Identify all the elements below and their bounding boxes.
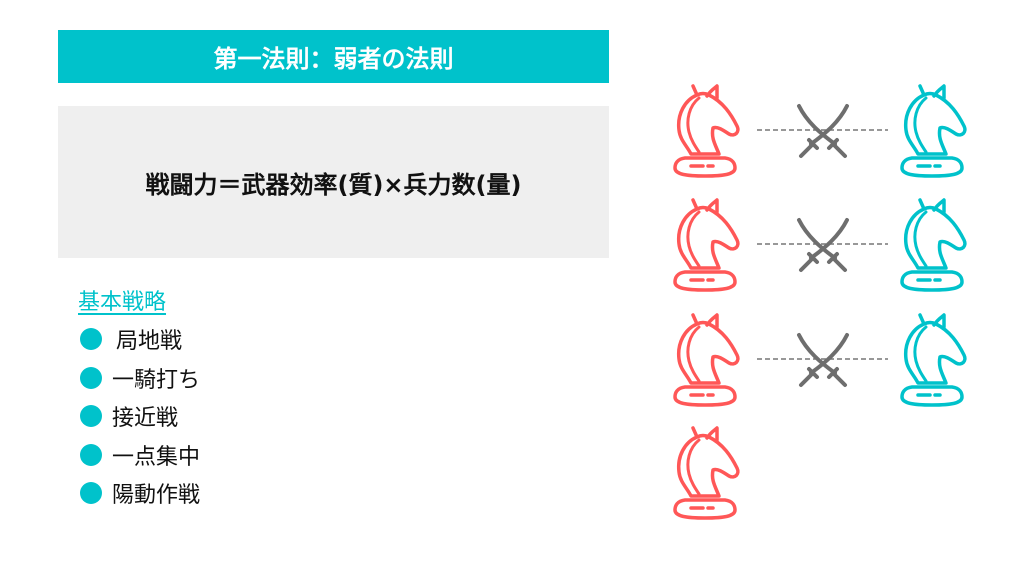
list-item: 一点集中 [80, 436, 200, 475]
battle-svg [673, 84, 967, 520]
knight-icon [673, 84, 740, 178]
knight-icon [673, 426, 740, 520]
battle-illustration [660, 70, 1000, 540]
knight-icon [673, 198, 740, 292]
list-item: 一騎打ち [80, 359, 200, 398]
slide-title: 第一法則：弱者の法則 [58, 30, 609, 83]
list-item: 接近戦 [80, 397, 200, 436]
bullet-icon [80, 328, 102, 351]
bullet-icon [80, 366, 102, 389]
knight-icon [900, 198, 967, 292]
formula-text: 戦闘力＝武器効率(質)×兵力数(量) [145, 170, 522, 199]
knight-icon [673, 313, 740, 407]
crossed-swords-icon [797, 333, 849, 387]
knight-icon [900, 313, 967, 407]
crossed-swords-icon [797, 218, 849, 272]
list-item: 局地戦 [80, 320, 200, 359]
bullet-icon [80, 482, 102, 505]
bullet-icon [80, 443, 102, 466]
formula-box: 戦闘力＝武器効率(質)×兵力数(量) [58, 106, 609, 258]
strategy-list: 局地戦 一騎打ち 接近戦 一点集中 陽動作戦 [80, 320, 200, 513]
knight-icon [900, 84, 967, 178]
bullet-icon [80, 405, 102, 428]
list-item: 陽動作戦 [80, 474, 200, 513]
strategy-heading: 基本戦略 [78, 290, 167, 315]
crossed-swords-icon [797, 104, 849, 158]
